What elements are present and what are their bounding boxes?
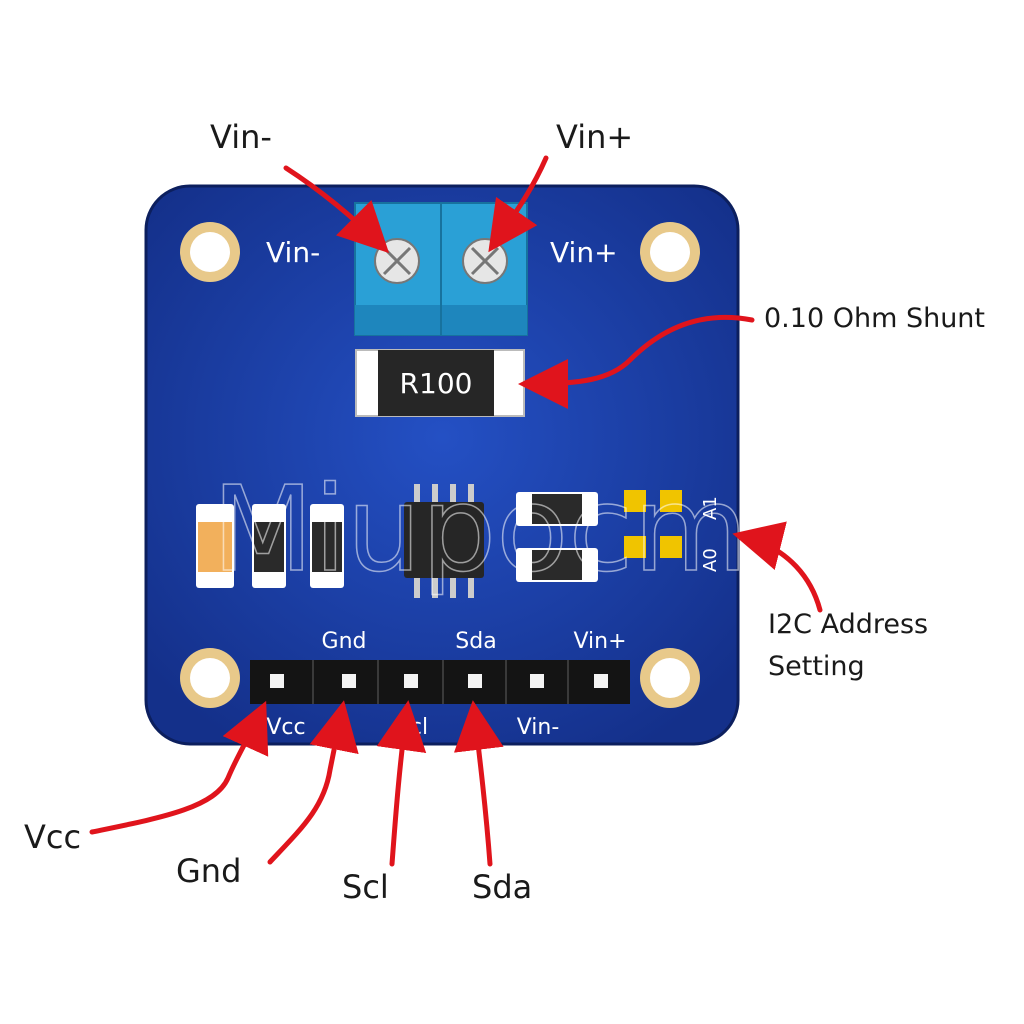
label-shunt: 0.10 Ohm Shunt: [764, 303, 986, 334]
arrow-shunt: [518, 314, 755, 409]
label-vin-plus: Vin+: [556, 118, 634, 156]
mounting-hole-bottom-left: [180, 648, 240, 708]
silk-header-gnd: Gnd: [322, 629, 367, 654]
annotation-arrows: [89, 155, 823, 867]
label-i2c-line1: I2C Address: [768, 609, 929, 640]
header-pin-vin-minus: [530, 674, 544, 688]
smd-resistor-1: [252, 504, 286, 588]
arrow-i2c-address: [732, 521, 823, 613]
screw-terminal-block: [354, 202, 528, 336]
label-scl: Scl: [342, 868, 389, 906]
smd-resistor-3: [516, 492, 598, 526]
smd-capacitor: [196, 504, 234, 588]
pin-header: [250, 660, 630, 704]
header-pin-scl: [404, 674, 418, 688]
silk-vin-plus: Vin+: [550, 236, 618, 269]
label-gnd: Gnd: [176, 852, 242, 890]
watermark: Miupocm: [212, 460, 748, 598]
resistor-code: R100: [400, 367, 473, 400]
mounting-hole-bottom-right: [640, 648, 700, 708]
silk-header-vin-plus: Vin+: [573, 629, 626, 654]
ina219-chip: [404, 484, 484, 598]
arrow-sda: [453, 700, 504, 867]
smd-resistor-4: [516, 548, 598, 582]
arrow-vcc: [89, 700, 269, 835]
silk-header-vin-minus: Vin-: [517, 715, 560, 740]
label-i2c-line2: Setting: [768, 651, 865, 682]
mounting-hole-top-left: [180, 222, 240, 282]
silk-jumper-a1: A1: [700, 496, 721, 520]
arrow-vin-plus: [488, 155, 549, 253]
label-vcc: Vcc: [24, 818, 82, 856]
arrow-vin-minus: [283, 165, 390, 254]
header-pin-vcc: [270, 674, 284, 688]
mounting-hole-top-right: [640, 222, 700, 282]
header-pin-sda: [468, 674, 482, 688]
screw-icon-right: [462, 238, 508, 284]
silk-jumper-a0: A0: [700, 548, 721, 572]
arrow-gnd: [267, 700, 359, 865]
address-jumper-pads: [624, 490, 682, 558]
label-vin-minus: Vin-: [210, 118, 272, 156]
shunt-resistor: [355, 349, 525, 417]
smd-resistor-2: [310, 504, 344, 588]
silk-header-sda: Sda: [455, 629, 496, 654]
pcb-board: [144, 184, 740, 746]
label-sda: Sda: [472, 868, 533, 906]
silk-vin-minus: Vin-: [266, 236, 320, 269]
silk-header-vcc: Vcc: [266, 715, 305, 740]
header-pin-vin-plus: [594, 674, 608, 688]
silk-header-scl: Scl: [396, 715, 428, 740]
arrow-scl: [376, 700, 427, 867]
header-pin-gnd: [342, 674, 356, 688]
